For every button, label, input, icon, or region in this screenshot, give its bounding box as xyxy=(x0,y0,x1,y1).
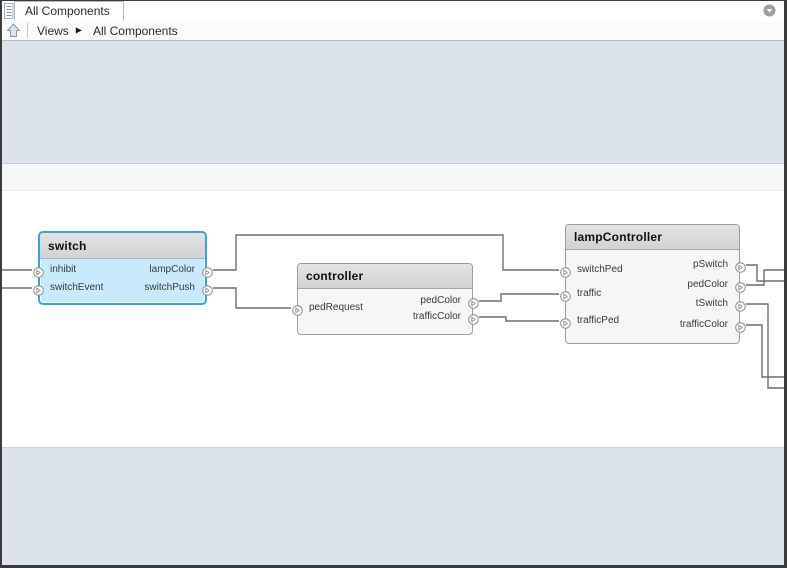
breadcrumb-item-views[interactable]: Views xyxy=(37,23,69,38)
port-switch-inhibit[interactable] xyxy=(32,265,44,278)
port-label-pedColor: pedColor xyxy=(687,279,728,290)
window-border-bottom xyxy=(0,565,787,568)
window-border-top xyxy=(0,0,787,1)
tab-bar: All Components xyxy=(2,1,784,22)
port-controller-pedRequest[interactable] xyxy=(291,303,303,316)
up-arrow-icon[interactable] xyxy=(5,23,21,39)
port-lampController-trafficColor[interactable] xyxy=(734,320,746,333)
component-title: lampController xyxy=(574,230,663,244)
canvas-band-strip xyxy=(0,164,787,191)
port-label-traffic: traffic xyxy=(577,288,602,299)
canvas-band-top xyxy=(0,41,787,164)
component-header[interactable]: switch xyxy=(40,233,205,259)
port-label-trafficColor: trafficColor xyxy=(412,311,461,322)
wire-lampColor-to-switchPed[interactable] xyxy=(213,234,559,271)
diagram-canvas[interactable]: switch inhibit switchEvent lampColor switchP… xyxy=(0,41,787,566)
component-title: controller xyxy=(306,269,364,283)
window-border-right xyxy=(784,0,787,568)
port-lampController-pSwitch[interactable] xyxy=(734,260,746,273)
component-title: switch xyxy=(48,238,87,253)
port-lampController-tSwitch[interactable] xyxy=(734,299,746,312)
component-controller[interactable]: controller xyxy=(297,263,473,335)
port-lampController-traffic[interactable] xyxy=(559,289,571,302)
wire-tSwitch-to-right-edge[interactable] xyxy=(746,303,787,389)
component-header[interactable]: controller xyxy=(298,264,472,289)
port-label-pedColor: pedColor xyxy=(420,295,461,306)
window-border-left xyxy=(0,0,2,568)
port-switch-lampColor[interactable] xyxy=(201,265,213,278)
port-label-trafficPed: trafficPed xyxy=(577,315,620,326)
port-label-switchPush: switchPush xyxy=(144,282,195,293)
port-switch-switchPush[interactable] xyxy=(201,283,213,296)
breadcrumb-caret-icon: ▶ xyxy=(75,25,82,35)
port-lampController-trafficPed[interactable] xyxy=(559,316,571,329)
port-controller-trafficColor[interactable] xyxy=(467,312,479,325)
port-switch-switchEvent[interactable] xyxy=(32,283,44,296)
port-label-pSwitch: pSwitch xyxy=(692,259,728,270)
component-header[interactable]: lampController xyxy=(566,225,739,250)
port-label-switchPed: switchPed xyxy=(577,264,623,275)
port-label-tSwitch: tSwitch xyxy=(695,298,728,309)
wire-trafficColor-to-right-edge[interactable] xyxy=(746,324,787,378)
breadcrumb-divider xyxy=(27,23,28,38)
port-controller-pedColor[interactable] xyxy=(467,296,479,309)
panel-grip-icon[interactable] xyxy=(4,3,14,24)
wire-trafficColor-to-trafficPed[interactable] xyxy=(479,316,559,322)
tab-all-components[interactable]: All Components xyxy=(14,1,124,21)
wire-layer xyxy=(0,234,787,389)
wire-switchPush-to-pedRequest[interactable] xyxy=(213,287,291,309)
port-label-inhibit: inhibit xyxy=(50,264,77,275)
chevron-down-circle-icon[interactable] xyxy=(763,4,776,22)
port-lampController-pedColor[interactable] xyxy=(734,280,746,293)
component-lampController[interactable]: lampController xyxy=(565,224,740,344)
breadcrumb-item-all-components[interactable]: All Components xyxy=(92,23,178,38)
port-label-lampColor: lampColor xyxy=(149,264,195,275)
port-lampController-switchPed[interactable] xyxy=(559,265,571,278)
wire-pSwitch-to-right-edge[interactable] xyxy=(746,264,787,282)
canvas-band-bottom xyxy=(0,447,787,566)
port-label-pedRequest: pedRequest xyxy=(309,302,363,313)
wire-pedColor-to-right-edge[interactable] xyxy=(746,269,787,286)
wire-pedColor-to-traffic[interactable] xyxy=(479,293,559,302)
port-label-trafficColor: trafficColor xyxy=(679,319,728,330)
breadcrumb: Views ▶ All Components xyxy=(2,21,784,41)
component-switch[interactable]: switch xyxy=(38,231,207,305)
port-label-switchEvent: switchEvent xyxy=(50,282,104,293)
